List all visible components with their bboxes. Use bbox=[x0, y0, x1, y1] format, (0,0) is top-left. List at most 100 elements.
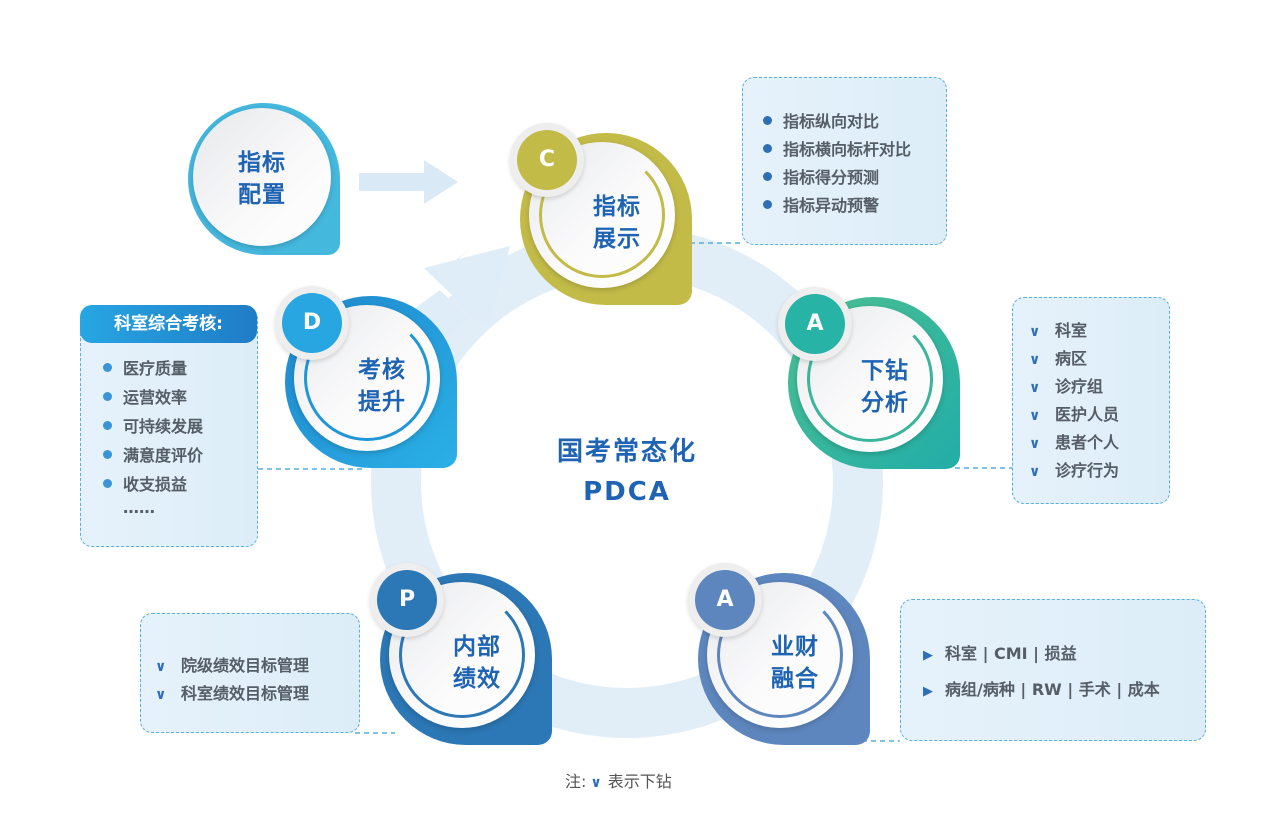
chevron-down-icon: ∨ bbox=[155, 659, 167, 675]
assessment-ellipsis: …… bbox=[123, 498, 155, 517]
drill-item-text: 医护人员 bbox=[1055, 405, 1120, 424]
node-check-label: 指标 展示 bbox=[582, 191, 652, 255]
chevron-down-icon: ∨ bbox=[1029, 464, 1041, 480]
config-arrow-head bbox=[424, 160, 458, 204]
node-act-drill-label: 下钻 分析 bbox=[850, 355, 920, 419]
node-plan-letter: P bbox=[377, 570, 437, 630]
chevron-down-icon: ∨ bbox=[1029, 408, 1041, 424]
node-check[interactable]: 指标 展示 C bbox=[510, 123, 692, 305]
drill-item-text: 诊疗组 bbox=[1055, 377, 1104, 396]
bullet-icon bbox=[763, 172, 772, 181]
performance-item: ∨ 科室绩效目标管理 bbox=[155, 680, 309, 704]
finance-item: ▶ 科室 | CMI | 损益 bbox=[923, 640, 1077, 664]
node-act-drill-line2: 分析 bbox=[861, 390, 909, 416]
node-plan-line1: 内部 bbox=[453, 634, 501, 660]
config-node-disc bbox=[193, 108, 331, 246]
center-title-line1: 国考常态化 bbox=[556, 437, 697, 467]
assessment-item: 可持续发展 bbox=[103, 413, 203, 437]
assessment-item-text: 满意度评价 bbox=[123, 446, 204, 465]
finance-item-text: 科室 | CMI | 损益 bbox=[945, 644, 1077, 663]
performance-item: ∨ 院级绩效目标管理 bbox=[155, 652, 309, 676]
drill-item: ∨ 患者个人 bbox=[1029, 429, 1119, 453]
assessment-box: 医疗质量 运营效率 可持续发展 满意度评价 收支损益 …… bbox=[80, 307, 258, 547]
chevron-down-icon: ∨ bbox=[590, 775, 602, 791]
drill-item-text: 患者个人 bbox=[1055, 433, 1120, 452]
finance-item: ▶ 病组/病种 | RW | 手术 | 成本 bbox=[923, 676, 1160, 700]
node-do-arc bbox=[304, 315, 430, 441]
bullet-icon bbox=[103, 392, 112, 401]
assessment-item: 收支损益 bbox=[103, 471, 187, 495]
node-act-drill-badge: A bbox=[778, 287, 852, 361]
node-check-letter: C bbox=[517, 130, 577, 190]
cycle-arrow-head bbox=[424, 246, 510, 330]
node-act-finance-letter: A bbox=[695, 570, 755, 630]
node-act-finance-line2: 融合 bbox=[771, 666, 819, 692]
chevron-down-icon: ∨ bbox=[155, 687, 167, 703]
assessment-item: 运营效率 bbox=[103, 384, 187, 408]
chevron-down-icon: ∨ bbox=[1029, 380, 1041, 396]
node-act-finance-arc bbox=[717, 592, 843, 718]
node-act-drill-arc bbox=[807, 316, 933, 442]
node-plan-label: 内部 绩效 bbox=[442, 631, 512, 695]
node-plan-arc bbox=[399, 592, 525, 718]
bullet-icon bbox=[103, 421, 112, 430]
bullet-icon bbox=[103, 450, 112, 459]
performance-item-text: 院级绩效目标管理 bbox=[181, 656, 310, 675]
bullet-icon bbox=[763, 200, 772, 209]
node-act-drill-letter: A bbox=[785, 294, 845, 354]
finance-item-text: 病组/病种 | RW | 手术 | 成本 bbox=[945, 680, 1160, 699]
display-item: 指标纵向对比 bbox=[763, 108, 879, 132]
config-node[interactable]: 指标 配置 bbox=[188, 103, 340, 255]
node-act-finance-badge: A bbox=[688, 563, 762, 637]
assessment-item: 医疗质量 bbox=[103, 355, 187, 379]
note-prefix: 注: bbox=[565, 772, 587, 791]
drill-item: ∨科室 bbox=[1029, 317, 1087, 341]
display-item: 指标横向标杆对比 bbox=[763, 136, 911, 160]
bullet-icon bbox=[763, 144, 772, 153]
node-do[interactable]: 考核 提升 D bbox=[275, 286, 457, 468]
node-plan[interactable]: 内部 绩效 P bbox=[370, 563, 552, 745]
center-title-line2: PDCA bbox=[583, 477, 671, 507]
node-check-arc bbox=[539, 152, 665, 278]
drill-item: ∨ 病区 bbox=[1029, 345, 1087, 369]
assessment-item-text: 运营效率 bbox=[123, 388, 188, 407]
node-plan-badge: P bbox=[370, 563, 444, 637]
drill-item: ∨ 诊疗组 bbox=[1029, 373, 1103, 397]
node-do-line1: 考核 bbox=[358, 357, 406, 383]
display-item-text: 指标得分预测 bbox=[783, 168, 880, 187]
chevron-down-icon: ∨ bbox=[1029, 436, 1041, 452]
performance-box: ∨ 院级绩效目标管理 ∨ 科室绩效目标管理 bbox=[140, 613, 360, 733]
assessment-box-title: 科室综合考核: bbox=[80, 305, 257, 343]
assessment-item-text: 医疗质量 bbox=[123, 359, 188, 378]
node-act-drill-line1: 下钻 bbox=[861, 358, 909, 384]
node-act-finance[interactable]: 业财 融合 A bbox=[688, 563, 870, 745]
assessment-item-text: 收支损益 bbox=[123, 475, 188, 494]
drill-box: ∨科室 ∨ 病区 ∨ 诊疗组 ∨ 医护人员 ∨ 患者个人 ∨ 诊疗行为 bbox=[1012, 297, 1170, 504]
display-item-text: 指标异动预警 bbox=[783, 196, 880, 215]
bullet-icon bbox=[103, 363, 112, 372]
config-node-label: 指标 配置 bbox=[224, 147, 300, 211]
triangle-right-icon: ▶ bbox=[923, 684, 933, 699]
config-arrow-shaft bbox=[359, 173, 426, 191]
node-plan-line2: 绩效 bbox=[453, 666, 501, 692]
assessment-item: 满意度评价 bbox=[103, 442, 203, 466]
chevron-down-icon: ∨ bbox=[1029, 352, 1041, 368]
display-item: 指标得分预测 bbox=[763, 164, 879, 188]
node-act-finance-label: 业财 融合 bbox=[760, 631, 830, 695]
display-item: 指标异动预警 bbox=[763, 192, 879, 216]
legend-note: 注:∨ 表示下钻 bbox=[565, 768, 672, 792]
triangle-right-icon: ▶ bbox=[923, 648, 933, 663]
drill-item: ∨ 诊疗行为 bbox=[1029, 457, 1119, 481]
node-act-drill[interactable]: 下钻 分析 A bbox=[778, 287, 960, 469]
node-do-line2: 提升 bbox=[358, 389, 406, 415]
node-check-badge: C bbox=[510, 123, 584, 197]
performance-item-text: 科室绩效目标管理 bbox=[181, 684, 310, 703]
node-do-label: 考核 提升 bbox=[347, 354, 417, 418]
drill-item: ∨ 医护人员 bbox=[1029, 401, 1119, 425]
node-check-line2: 展示 bbox=[593, 226, 641, 252]
bullet-icon bbox=[103, 479, 112, 488]
drill-item-text: 病区 bbox=[1055, 349, 1088, 368]
drill-item-text: 诊疗行为 bbox=[1055, 461, 1120, 480]
drill-item-text: 科室 bbox=[1055, 321, 1088, 340]
note-text: 表示下钻 bbox=[607, 772, 672, 791]
